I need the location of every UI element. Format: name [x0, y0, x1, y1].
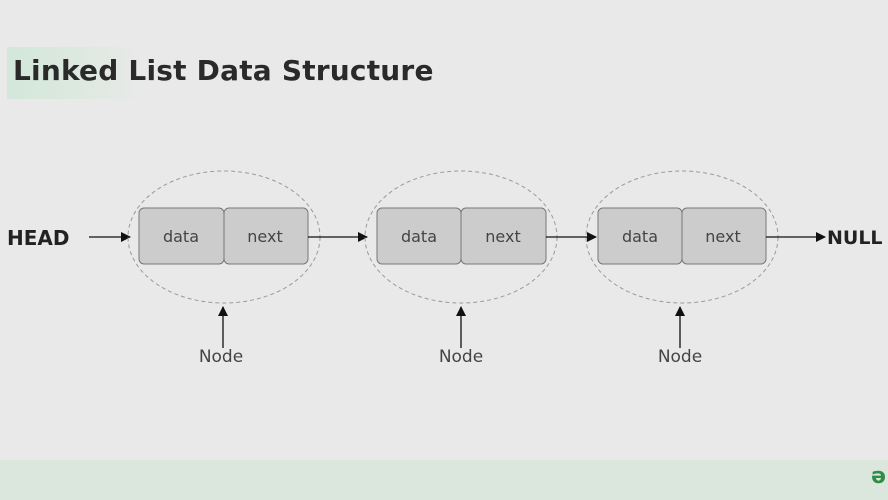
page-title: Linked List Data Structure [13, 54, 434, 87]
next-label: next [705, 227, 740, 246]
next-label: next [247, 227, 282, 246]
footer-bar [0, 460, 888, 500]
data-label: data [401, 227, 437, 246]
node-1: data next Node [127, 170, 321, 367]
node-caption: Node [658, 347, 702, 367]
node-caption: Node [439, 347, 483, 367]
node-3: data next Node [585, 170, 779, 367]
brand-logo: ə [871, 464, 886, 489]
node-2: data next Node [364, 170, 558, 367]
next-label: next [485, 227, 520, 246]
title-highlight [7, 47, 307, 99]
node-caption: Node [199, 347, 243, 367]
head-label: HEAD [7, 226, 69, 250]
next-cell [460, 207, 547, 265]
next-cell [223, 207, 309, 265]
data-label: data [622, 227, 658, 246]
data-label: data [163, 227, 199, 246]
null-label: NULL [827, 227, 883, 249]
linked-list-diagram: HEAD data next Node data next Node data … [7, 170, 883, 367]
next-cell [681, 207, 767, 265]
